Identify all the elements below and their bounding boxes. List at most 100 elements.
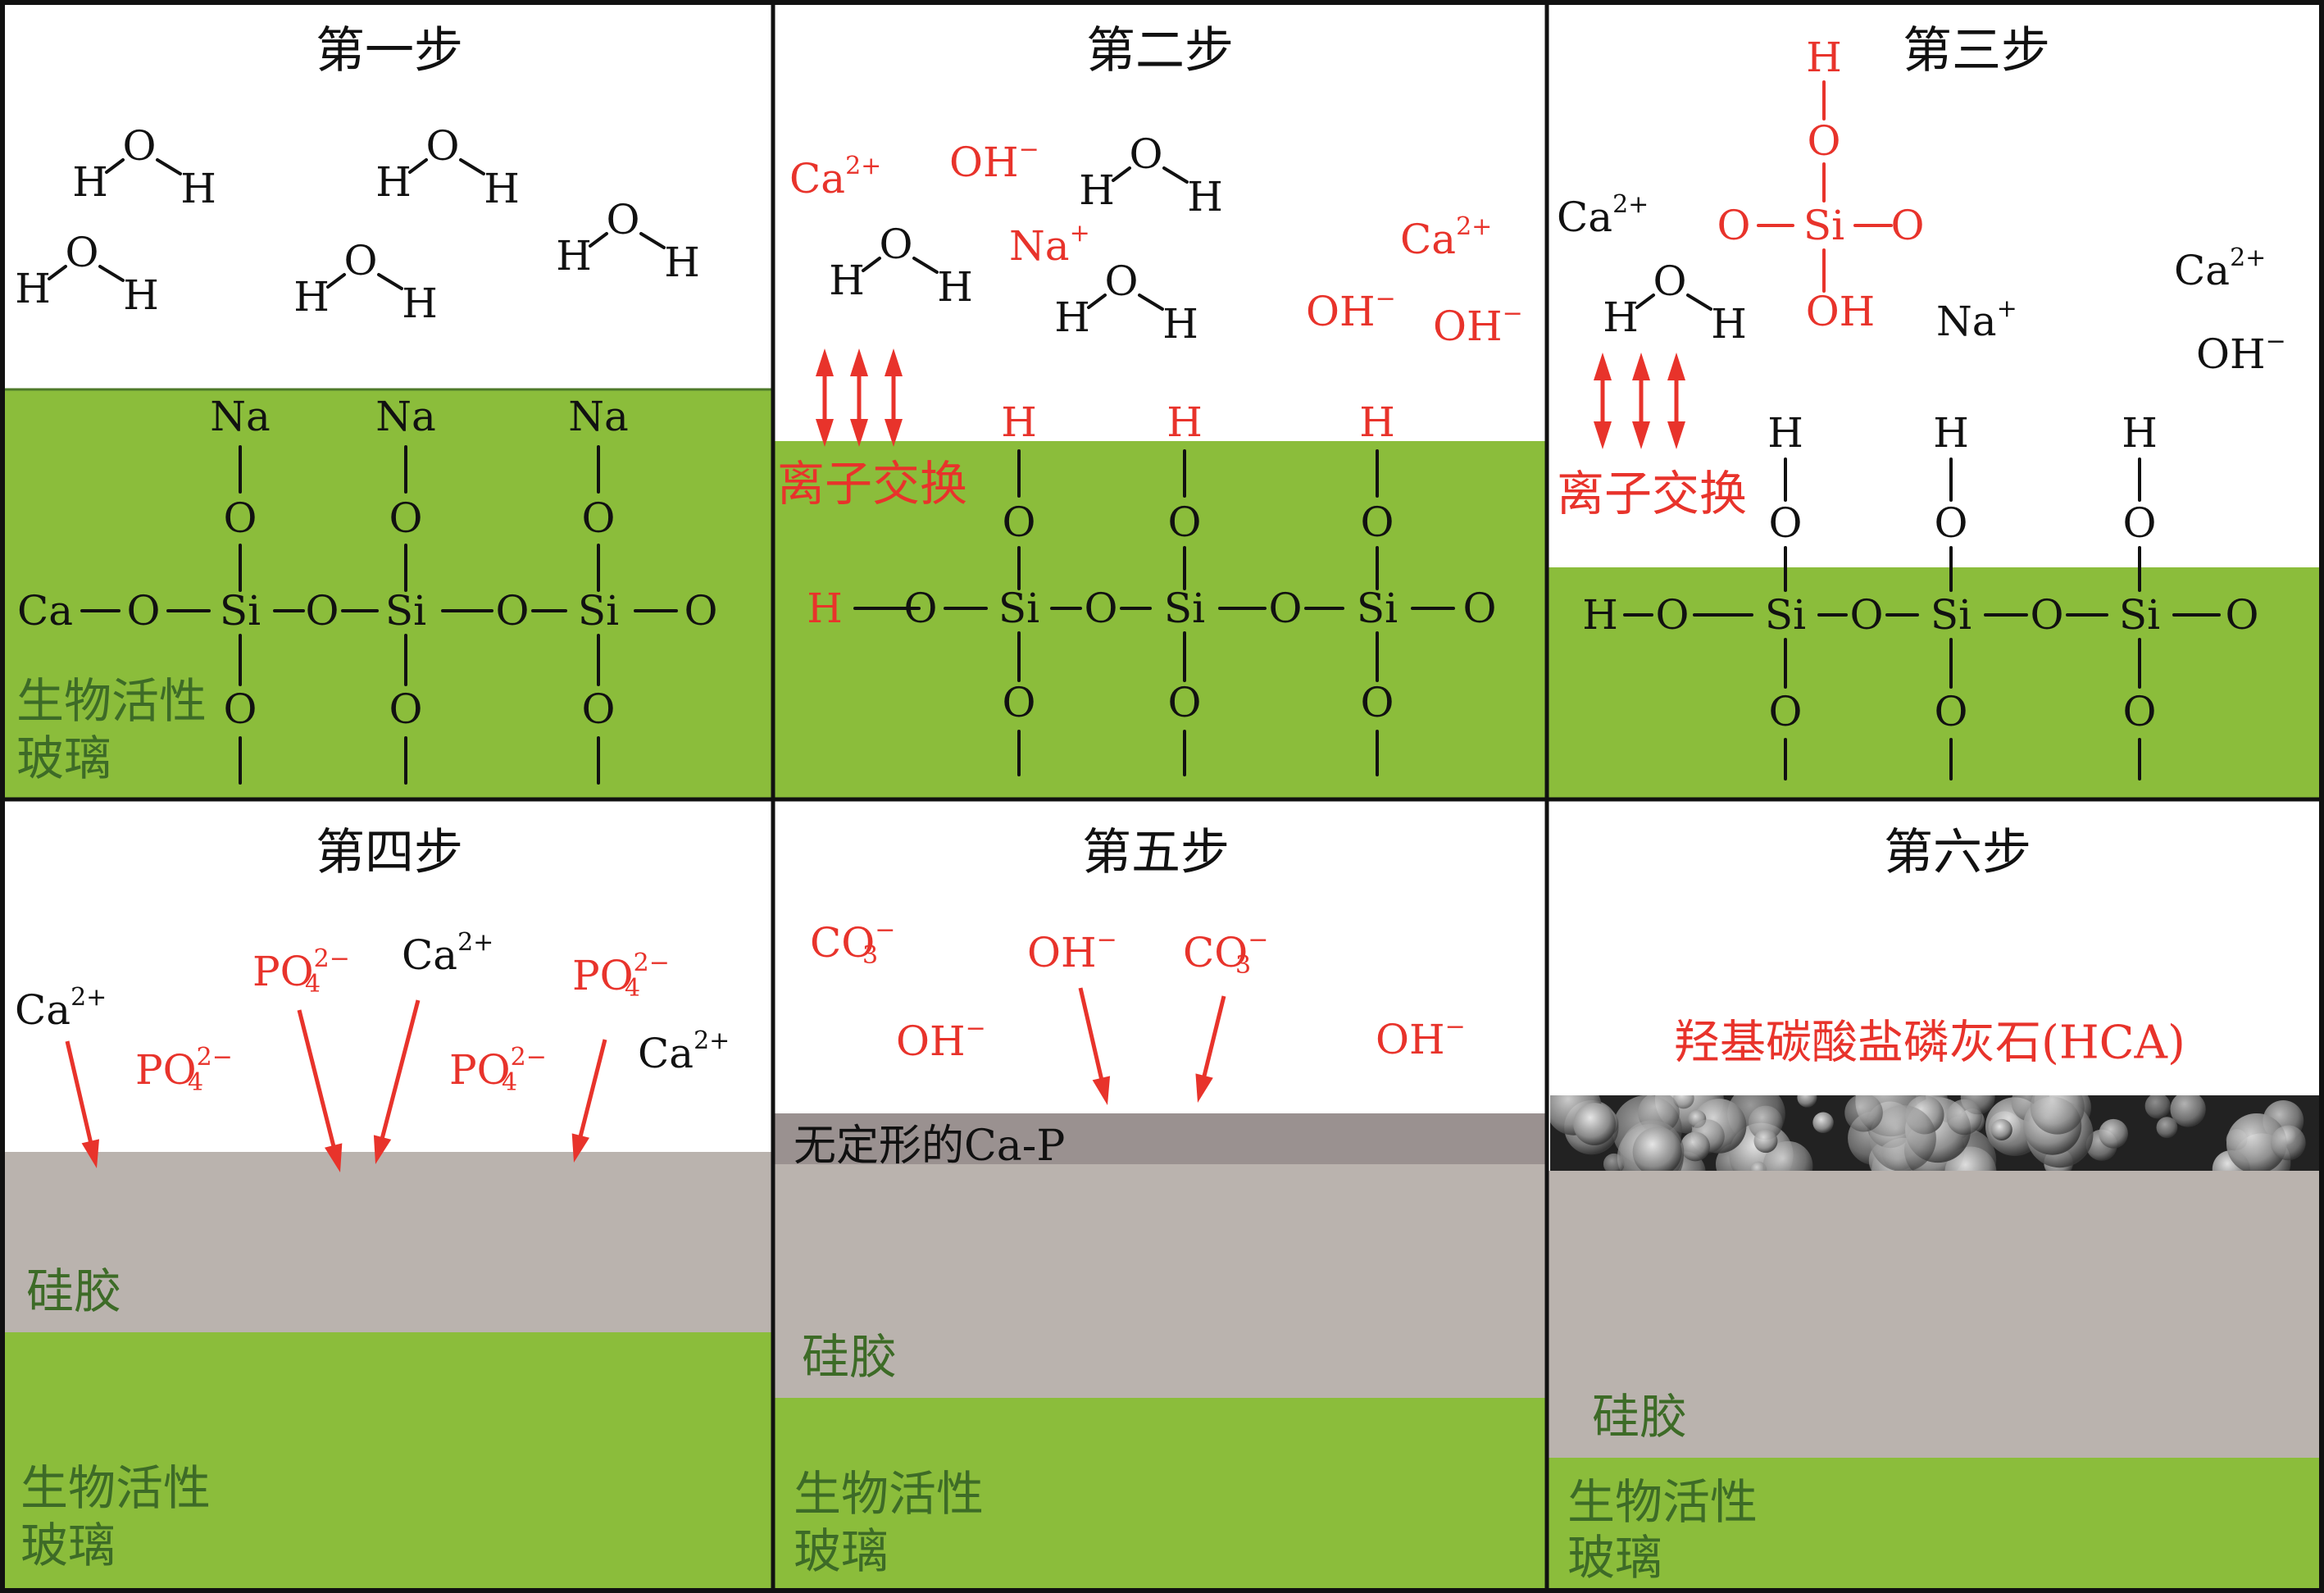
step2-exchange-arrow-3-head	[885, 348, 903, 376]
step2-ca-ion-1: Ca2+	[789, 152, 881, 203]
step5-co3-ion-1: CO−3	[810, 916, 895, 970]
step3-silicic-h-top: H	[1806, 34, 1842, 81]
step2-chain-o-2: O	[1085, 585, 1118, 632]
step2-si-atom-1: Si	[998, 585, 1039, 632]
step1-si-atom-1: Si	[220, 587, 261, 635]
step2-exchange-arrow-1	[816, 348, 834, 447]
step6-bioglass-label-line2: 玻璃	[1567, 1530, 1662, 1586]
step5-silica-gel-label: 硅胶	[802, 1329, 897, 1385]
step1-o-lower-1: O	[224, 685, 257, 733]
step5-glass-layer	[773, 1398, 1547, 1593]
step6-hca-label: 羟基碳酸盐磷灰石(HCA)	[1674, 1017, 2185, 1070]
step3-silicic-o-right: O	[1891, 202, 1925, 249]
step3-water-bond-left	[1635, 294, 1655, 309]
step3-o-upper-2: O	[1935, 499, 1968, 547]
step6-hca-sphere	[2156, 1117, 2178, 1139]
step6-hca-sphere	[1749, 1161, 1767, 1171]
step3-silicic-o-top: O	[1808, 117, 1841, 165]
step1-water-5-h-left: H	[556, 232, 592, 280]
step1-water-2-o: O	[426, 122, 460, 170]
step3-h-atom-1: H	[1767, 409, 1803, 457]
step6-hca-sphere	[1990, 1118, 2012, 1140]
step4-deposit-arrow-1-head	[81, 1139, 100, 1168]
step2-water-3-bond-left	[1087, 294, 1107, 309]
step1-o-upper-2: O	[389, 494, 423, 542]
step1-water-2-bond-left	[408, 158, 428, 174]
step1-ca-atom: Ca	[17, 587, 73, 635]
step-title-1: 第一步	[316, 22, 463, 80]
step2-o-upper-1: O	[1003, 498, 1036, 546]
step1-bioglass-label-line2: 玻璃	[16, 731, 111, 786]
step5-silica-gel-layer	[773, 1164, 1547, 1398]
step4-deposit-arrow-4-head	[571, 1133, 590, 1163]
step2-oh-ion-2: OH−	[1306, 284, 1396, 336]
step4-po4-ion-1: PO2−4	[135, 1043, 233, 1097]
step2-water-2-h-left: H	[1079, 166, 1115, 214]
step2-na-ion: Na+	[1009, 219, 1090, 271]
step4-ca-ion-1: Ca2+	[15, 983, 107, 1035]
step2-water-3-h-right: H	[1162, 300, 1198, 348]
step4-deposit-arrow-4	[571, 1039, 607, 1163]
step1-water-5-h-right: H	[664, 239, 700, 286]
step6-hca-sphere	[2226, 1113, 2287, 1171]
step6-glass-layer	[1547, 1458, 2324, 1593]
step2-oh-ion-1: OH−	[949, 135, 1039, 187]
step6-hca-sphere	[1632, 1126, 1682, 1171]
step3-o-upper-3: O	[2123, 499, 2157, 547]
step4-deposit-arrow-2-shaft	[297, 1009, 337, 1152]
step5-deposit-arrow-1-shaft	[1078, 987, 1105, 1085]
step2-glass-layer	[773, 441, 1547, 799]
step1-na-atom-1: Na	[210, 393, 271, 440]
step1-bioglass-label-line1: 生物活性	[16, 673, 207, 729]
step3-chain-o-1: O	[1656, 591, 1690, 639]
step3-exchange-arrow-1-head	[1594, 353, 1612, 380]
step4-silica-gel-label: 硅胶	[26, 1263, 121, 1319]
step1-water-1-bond-right	[156, 158, 182, 175]
step2-o-upper-3: O	[1361, 498, 1394, 546]
step1-glass-layer	[0, 389, 773, 799]
step4-deposit-arrow-2	[297, 1009, 343, 1172]
step2-exchange-arrow-2-head	[850, 348, 868, 376]
step1-water-3-o: O	[66, 229, 99, 276]
step2-oh-ion-3: OH−	[1433, 299, 1523, 351]
step4-bioglass-label-line1: 生物活性	[20, 1460, 211, 1516]
step1-water-4-h-right: H	[402, 280, 438, 327]
step5-co3-ion-2: CO−3	[1183, 926, 1268, 980]
step1-na-atom-3: Na	[568, 393, 629, 440]
step2-exchange-arrow-1-head	[816, 348, 834, 376]
step5-deposit-arrow-1-head	[1092, 1076, 1111, 1105]
step3-o-lower-1: O	[1769, 688, 1803, 735]
step1-water-1-bond-left	[105, 158, 125, 174]
step3-ion-exchange-label: 离子交换	[1557, 466, 1747, 521]
step5-deposit-arrow-1	[1078, 987, 1111, 1105]
step1-water-1-h-left: H	[72, 158, 108, 206]
step2-water-3-o: O	[1105, 257, 1139, 305]
step1-si-atom-2: Si	[385, 587, 426, 635]
step1-chain-o-4: O	[684, 587, 718, 635]
step2-exchange-arrow-2-head	[850, 419, 868, 447]
step2-h-atom-2: H	[1167, 398, 1203, 446]
step2-water-3-h-left: H	[1054, 294, 1090, 341]
step4-glass-layer	[0, 1332, 773, 1593]
step3-ca-ion-2: Ca2+	[2174, 244, 2266, 295]
step2-ca-ion-2: Ca2+	[1400, 212, 1492, 264]
step2-chain-o-1: O	[904, 585, 938, 632]
step3-chain-o-2: O	[1850, 591, 1884, 639]
step6-hca-sphere	[1797, 1095, 1817, 1108]
step4-po4-ion-2: PO2−4	[252, 944, 350, 999]
step4-po4-ion-3: PO2−4	[449, 1043, 547, 1097]
step6-hca-sphere	[1680, 1131, 1710, 1162]
step3-h-atom-2: H	[1933, 409, 1969, 457]
step1-o-upper-3: O	[582, 494, 616, 542]
step1-si-atom-3: Si	[578, 587, 619, 635]
step4-ca-ion-2: Ca2+	[402, 928, 493, 980]
step2-water-2-o: O	[1130, 130, 1163, 178]
step3-chain-o-3: O	[2031, 591, 2064, 639]
step4-deposit-arrow-3-head	[373, 1135, 392, 1164]
step6-hca-sphere	[1869, 1104, 1936, 1171]
step3-exchange-arrow-3	[1667, 353, 1685, 449]
step3-water-h-right: H	[1711, 300, 1747, 348]
step-title-6: 第六步	[1884, 824, 2031, 881]
step2-water-2-bond-right	[1162, 166, 1189, 184]
